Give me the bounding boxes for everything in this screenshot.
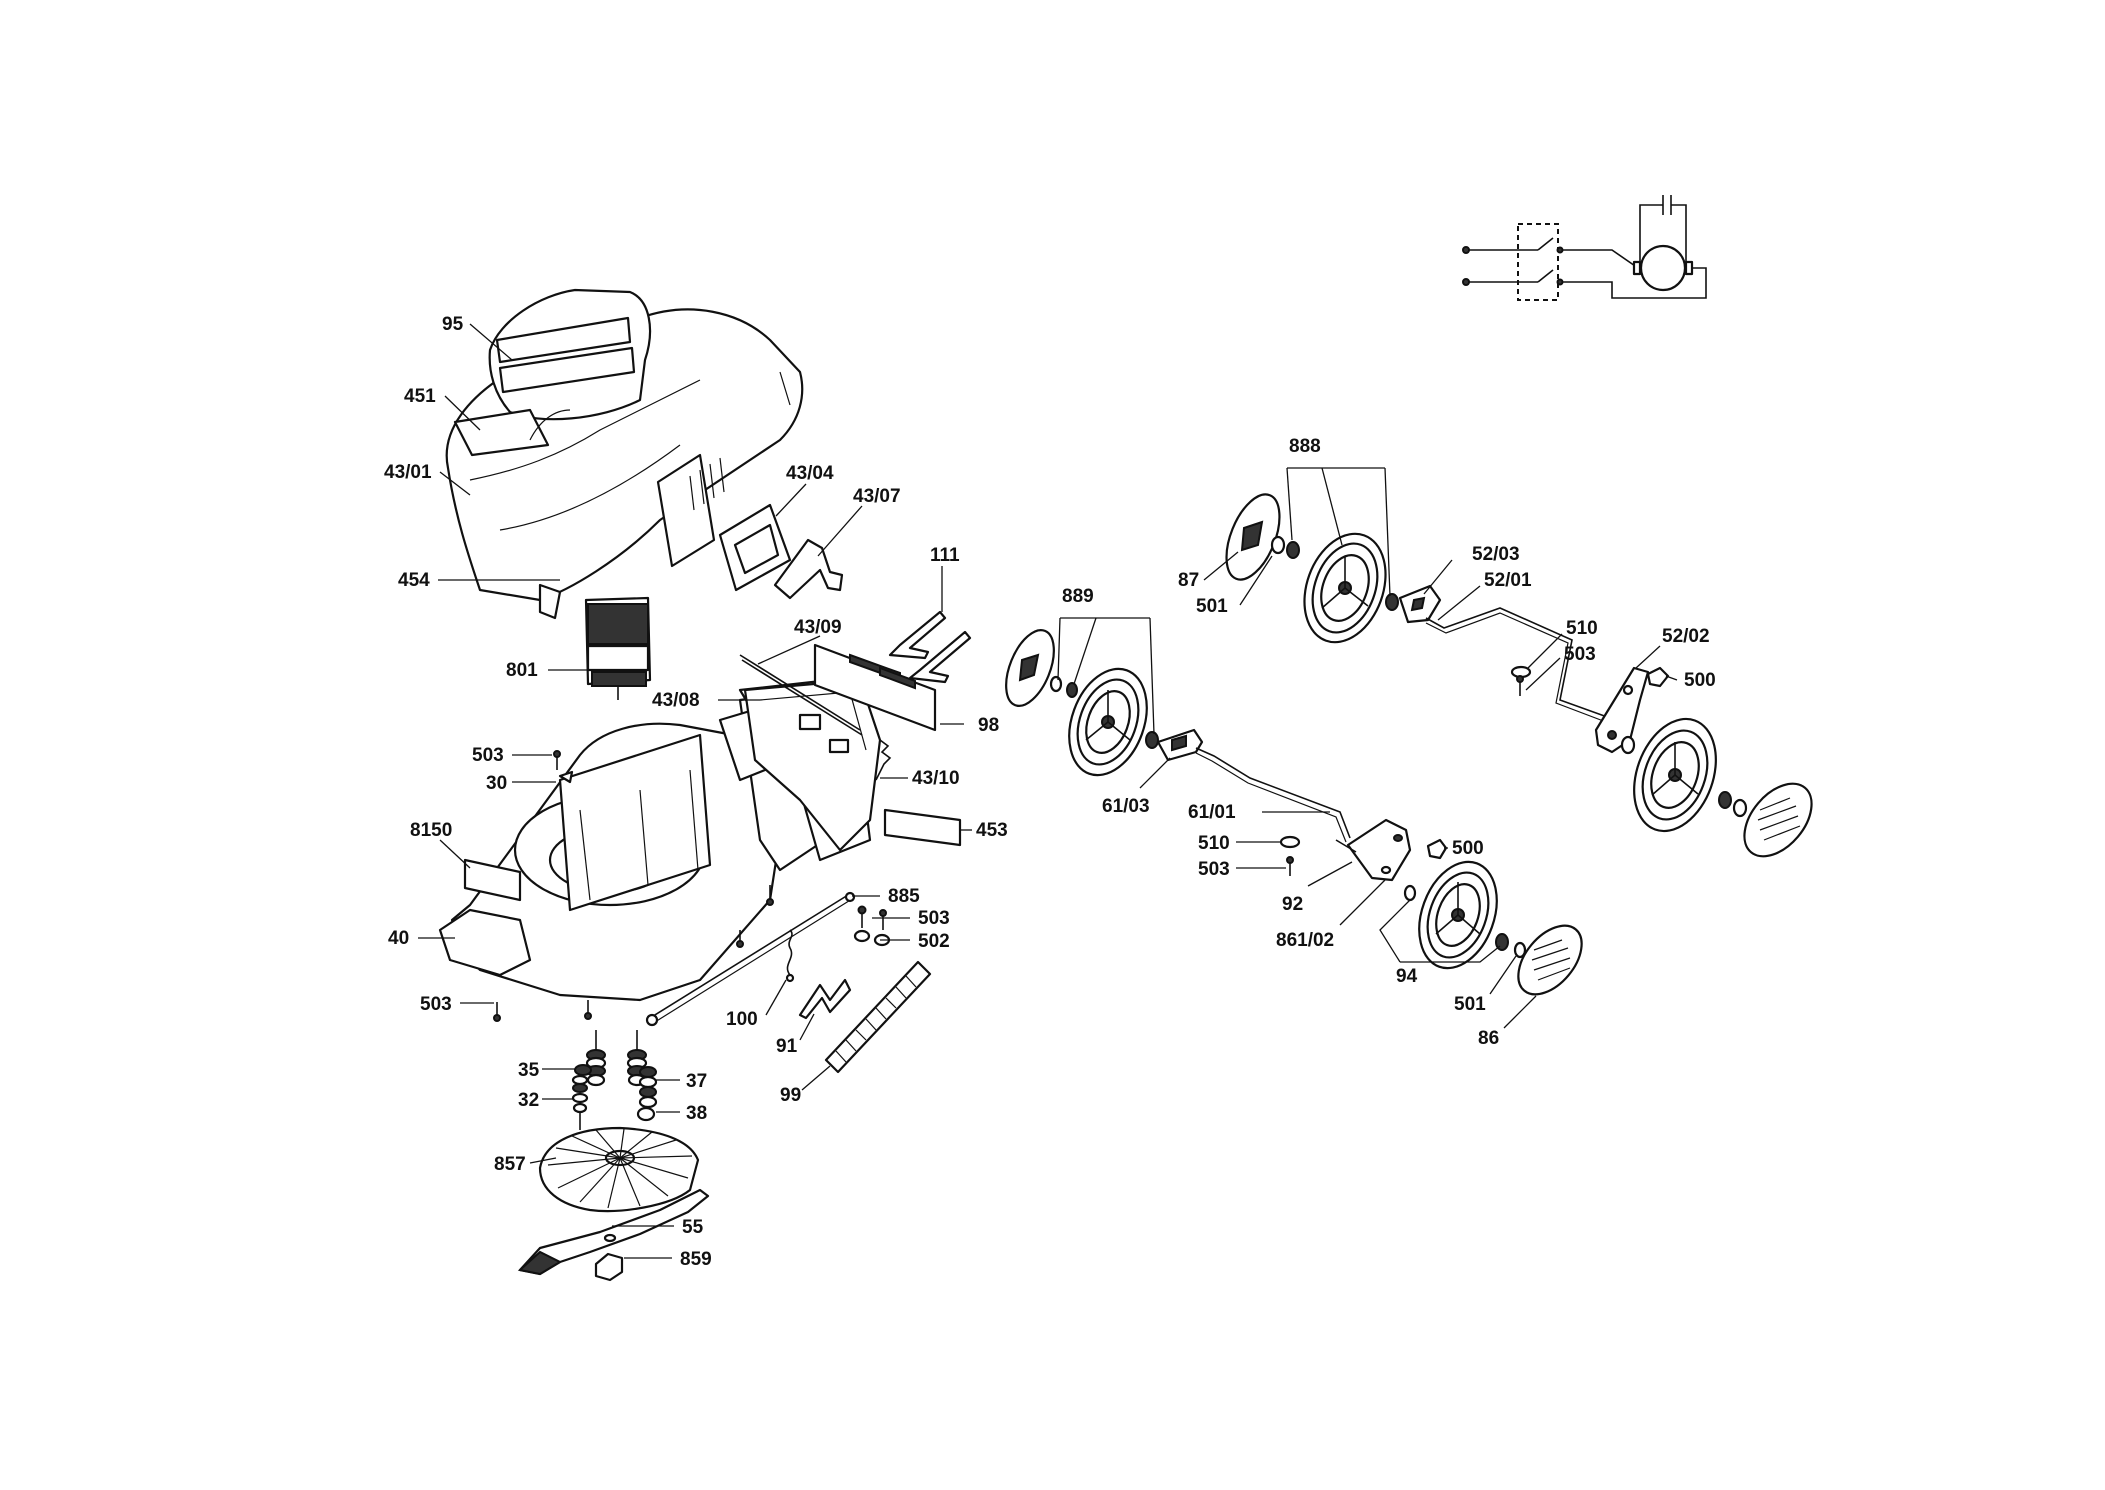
rear-flap-43-04 (718, 503, 792, 592)
label-plate-451 (453, 408, 550, 457)
washer-510-a (1510, 665, 1532, 696)
callout-40: 40 (388, 928, 409, 949)
washer-35 (574, 1064, 592, 1076)
spring-100 (785, 929, 795, 983)
nut-500-b (1426, 838, 1448, 860)
callout-503-b: 503 (420, 994, 452, 1015)
callout-99: 99 (780, 1085, 801, 1106)
callout-91: 91 (776, 1036, 798, 1057)
callout-92: 92 (1282, 894, 1303, 915)
axle-61-01 (1195, 747, 1351, 843)
bracket-61-03 (1156, 728, 1204, 762)
strip-43-09 (739, 654, 863, 736)
callout-38: 38 (686, 1103, 707, 1124)
callout-454: 454 (398, 570, 430, 591)
bracket-91 (798, 978, 852, 1020)
nut-500-a (1646, 666, 1670, 688)
washer-501-a (1270, 535, 1399, 611)
adjuster-stack-right (626, 1030, 658, 1122)
clip-43-07 (773, 538, 844, 600)
blade-55 (517, 1188, 710, 1276)
callout-52-03: 52/03 (1472, 544, 1520, 565)
callout-37: 37 (686, 1071, 707, 1092)
label-8150 (463, 858, 522, 902)
callout-43-08: 43/08 (652, 690, 700, 711)
hubcap-87 (1225, 493, 1281, 581)
callout-94: 94 (1396, 966, 1418, 987)
callout-98: 98 (978, 715, 999, 736)
spring-43-10 (875, 739, 892, 781)
callout-503-e: 503 (1198, 859, 1230, 880)
callout-889: 889 (1062, 586, 1094, 607)
callout-500-b: 500 (1452, 838, 1484, 859)
callout-503-a: 503 (472, 745, 504, 766)
callout-111: 111 (930, 545, 960, 566)
motor-hood-assembly (445, 288, 804, 620)
front-wheel-left (1068, 667, 1159, 777)
callout-52-02: 52/02 (1662, 626, 1710, 647)
label-453 (883, 808, 962, 847)
leader-lines (418, 323, 1678, 1259)
fasteners-503-502 (853, 905, 891, 947)
callout-86: 86 (1478, 1028, 1499, 1049)
callout-43-10: 43/10 (912, 768, 960, 789)
callout-35: 35 (518, 1060, 540, 1081)
adjuster-stack-left (571, 1030, 607, 1130)
callout-95: 95 (442, 314, 464, 335)
front-wheel-right-94 (1403, 860, 1527, 970)
callout-32: 32 (518, 1090, 539, 1111)
rod-885 (645, 891, 856, 1027)
callout-8150: 8150 (410, 820, 452, 841)
washer-510-b (1279, 835, 1301, 876)
axle-52-01 (1425, 607, 1611, 723)
callout-43-01: 43/01 (384, 462, 432, 483)
callout-61-03: 61/03 (1102, 796, 1150, 817)
callout-861-02: 861/02 (1276, 930, 1334, 951)
callout-55: 55 (682, 1217, 704, 1238)
spring-99 (824, 960, 932, 1074)
cover-plate-43-08 (743, 678, 882, 852)
hubcap-86 (1517, 924, 1583, 996)
clips-111 (888, 610, 972, 684)
rear-wheel-left-888 (1303, 532, 1387, 644)
hubcap-rear-right (1743, 782, 1813, 858)
callout-501-a: 501 (1196, 596, 1228, 617)
callout-510-b: 510 (1198, 833, 1230, 854)
nut-859 (594, 1252, 624, 1282)
callout-87: 87 (1178, 570, 1199, 591)
callout-43-07: 43/07 (853, 486, 901, 507)
screws-503-30 (493, 750, 774, 1022)
callout-801: 801 (506, 660, 538, 681)
callout-30: 30 (486, 773, 507, 794)
callout-100: 100 (726, 1009, 758, 1030)
callout-43-04: 43/04 (786, 463, 834, 484)
callout-888: 888 (1289, 436, 1321, 457)
callout-501-b: 501 (1454, 994, 1486, 1015)
callout-503-c: 503 (918, 908, 950, 929)
callout-857: 857 (494, 1154, 526, 1175)
callout-451: 451 (404, 386, 436, 407)
bracket-92 (1335, 818, 1412, 882)
callout-503-d: 503 (1564, 644, 1596, 665)
callout-502: 502 (918, 931, 950, 952)
motor-801 (584, 596, 652, 700)
callout-453: 453 (976, 820, 1008, 841)
front-hubcap-889 (1005, 629, 1078, 707)
bracket-52-03 (1398, 584, 1442, 624)
callout-labels: 95 451 43/01 454 801 43/04 43/07 111 43/… (384, 314, 1716, 1270)
rear-wheel-right (1620, 717, 1748, 833)
fan-857 (538, 1126, 700, 1213)
callout-510-a: 510 (1566, 618, 1598, 639)
label-98 (813, 643, 937, 732)
callout-52-01: 52/01 (1484, 570, 1532, 591)
bracket-52-02 (1594, 666, 1650, 754)
callout-43-09: 43/09 (794, 617, 842, 638)
callout-61-01: 61/01 (1188, 802, 1236, 823)
callout-859: 859 (680, 1249, 712, 1270)
callout-885: 885 (888, 886, 920, 907)
callout-500-a: 500 (1684, 670, 1716, 691)
wiring-schematic (1462, 195, 1707, 301)
